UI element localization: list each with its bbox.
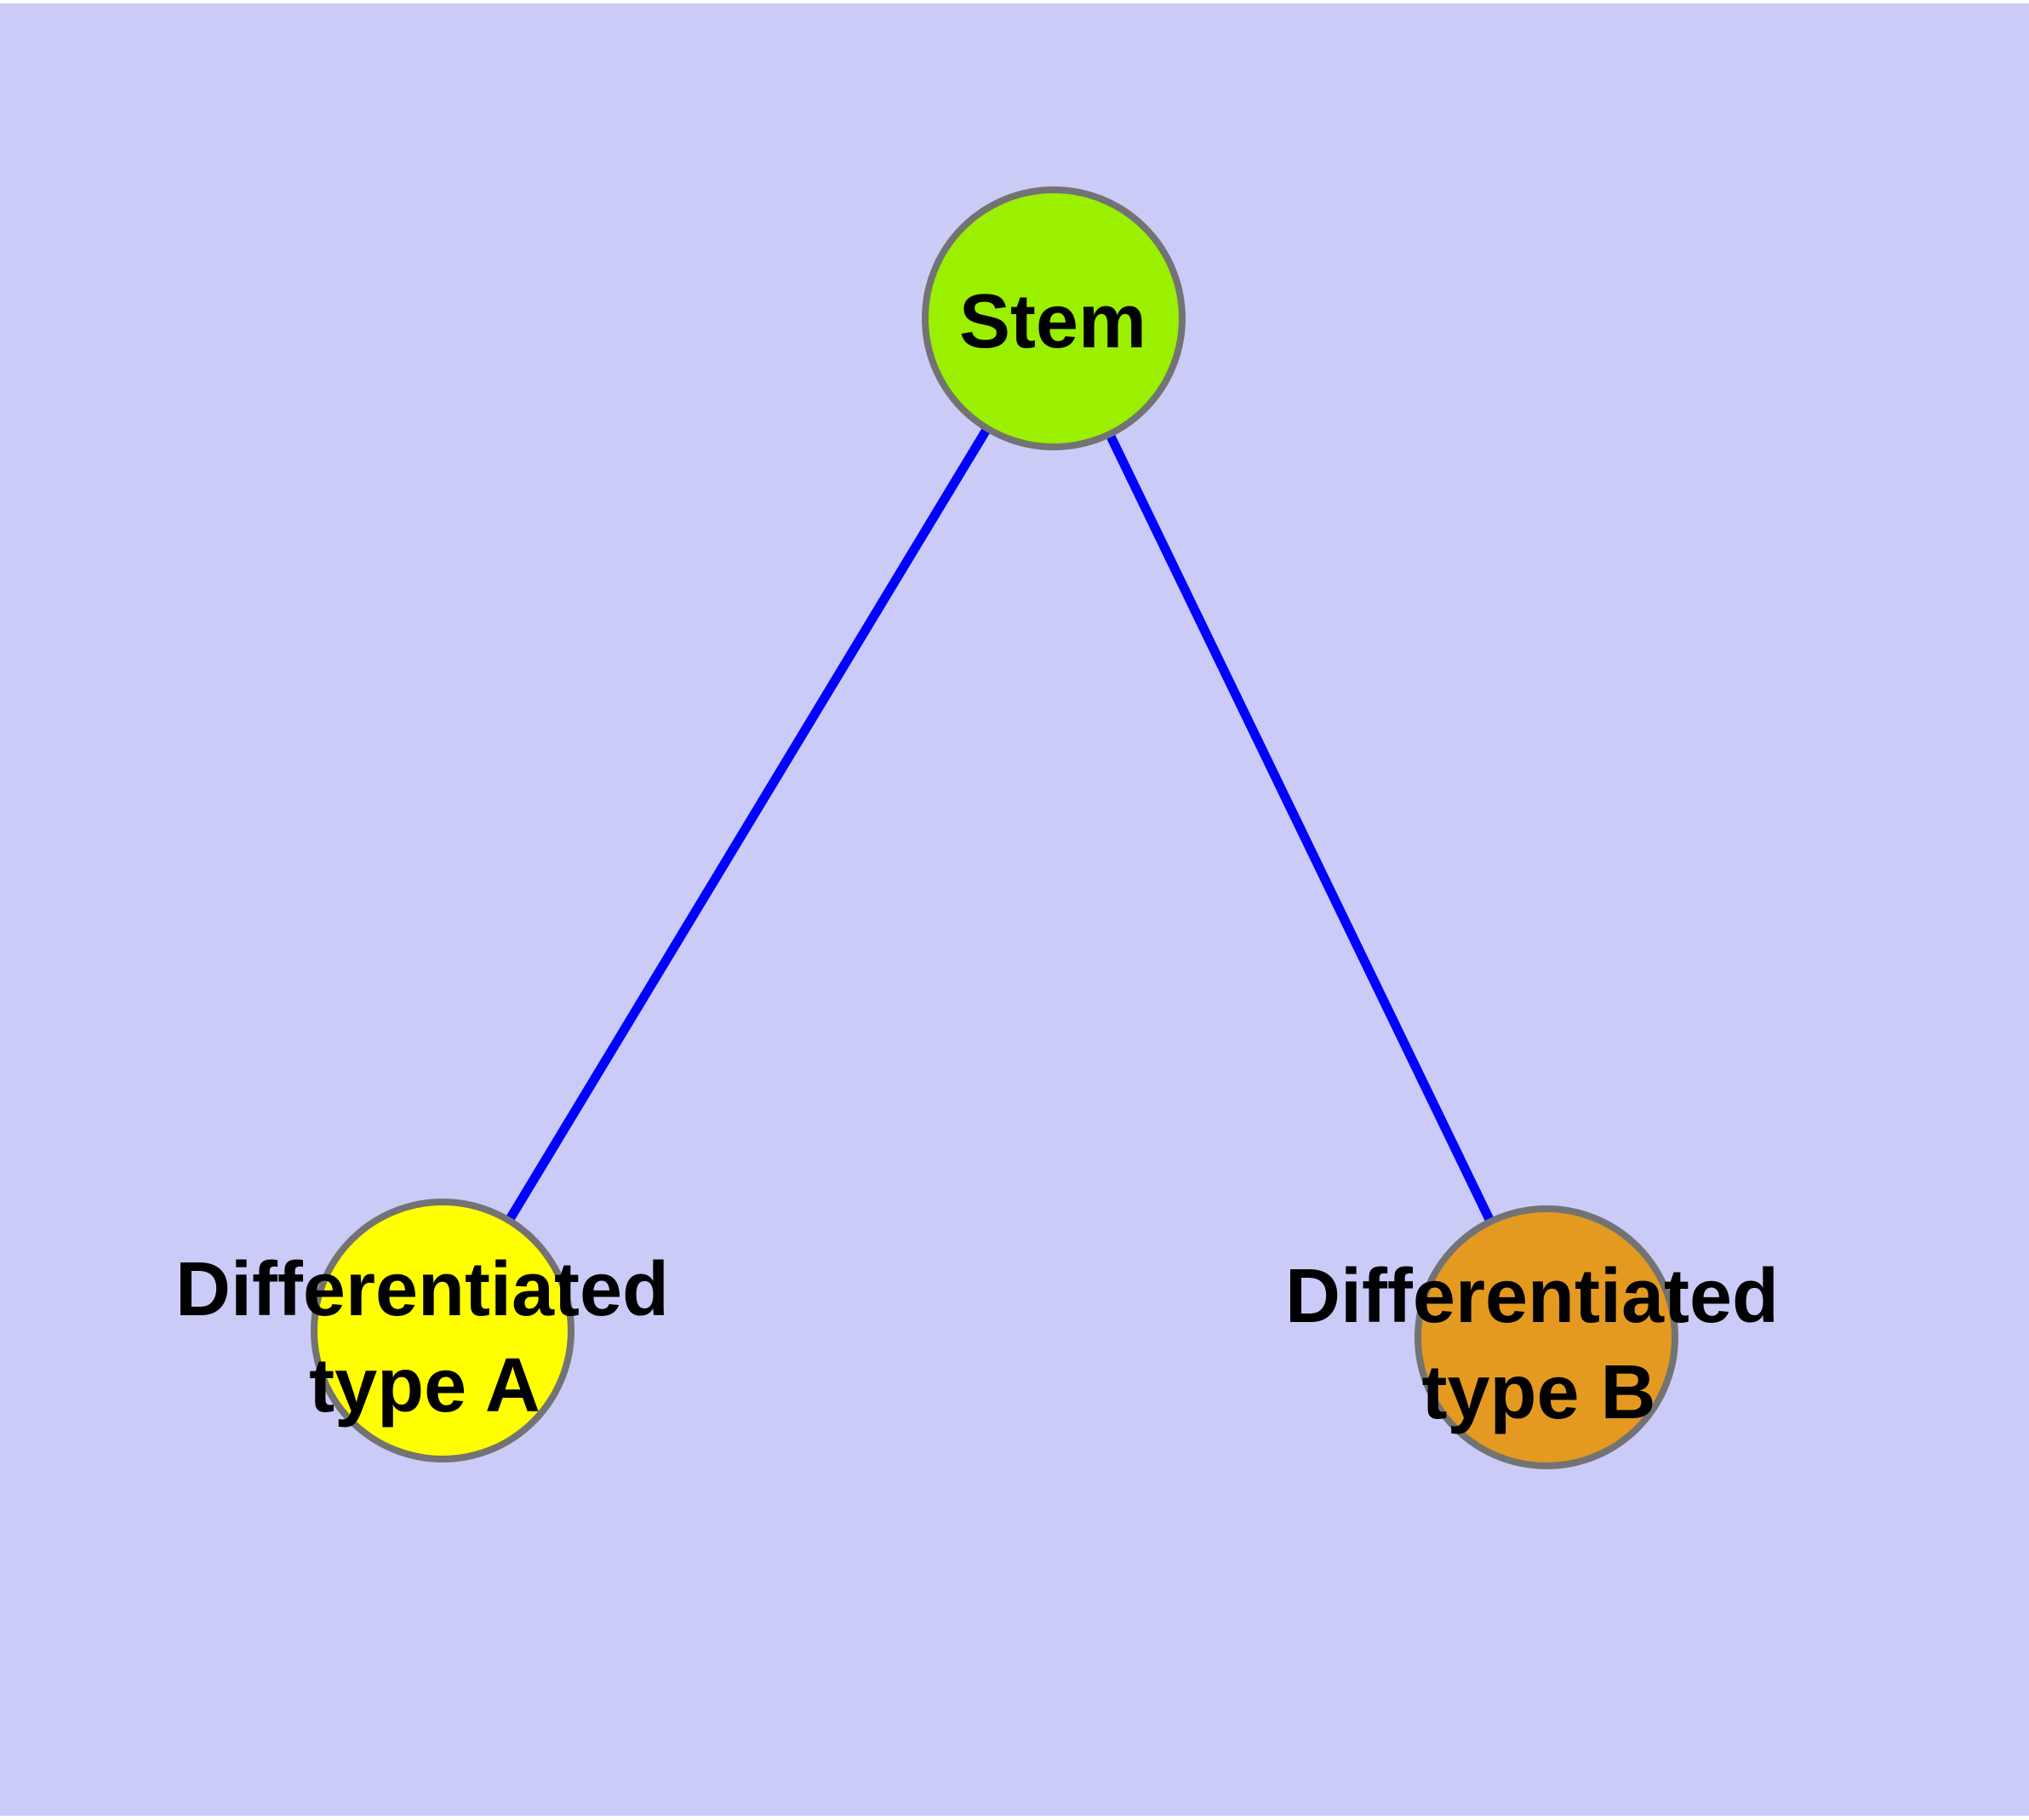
edge-stem-to-differentiated-type-a <box>438 316 1058 1333</box>
node-stem-label: Stem <box>959 279 1146 364</box>
node-differentiated-type-b-label-line1: Differentiated <box>1285 1254 1779 1339</box>
node-differentiated-type-b-label-line2: type B <box>1421 1350 1655 1435</box>
node-differentiated-type-a-label-line1: Differentiated <box>175 1247 669 1332</box>
node-stem-circle <box>922 186 1186 450</box>
node-differentiated-type-b-circle <box>1415 1205 1678 1469</box>
edge-stem-to-differentiated-type-b <box>1049 316 1551 1340</box>
node-differentiated-type-a-label-line2: type A <box>309 1343 540 1428</box>
node-differentiated-type-a-circle <box>311 1199 574 1462</box>
